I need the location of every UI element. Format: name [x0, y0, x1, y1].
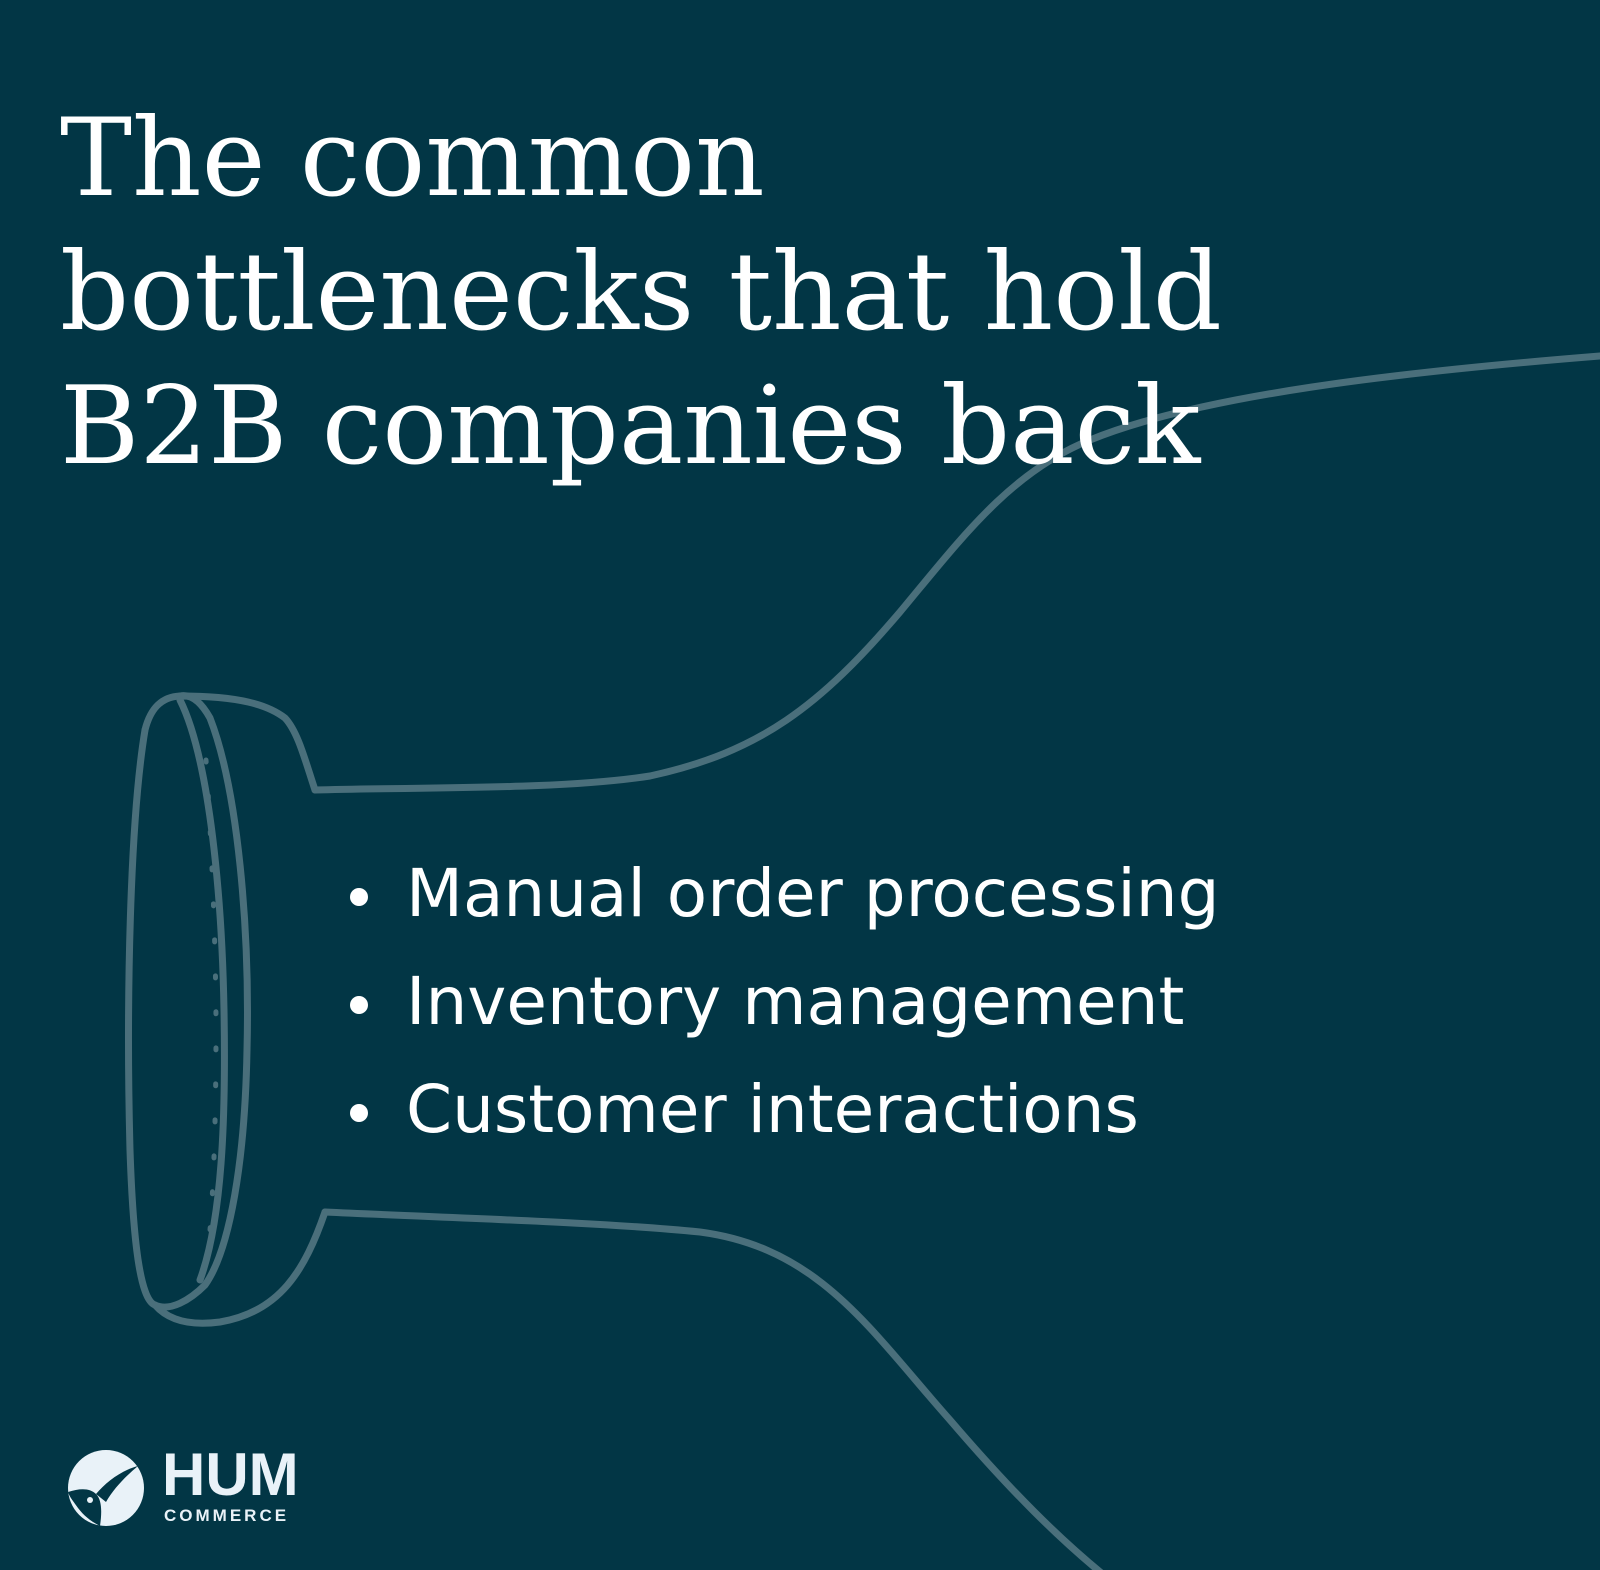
list-item-label: Manual order processing [406, 855, 1220, 932]
list-item: Inventory management [350, 948, 1219, 1056]
bullet-dot-icon [350, 1104, 368, 1122]
bottle-mouth-top [141, 692, 319, 794]
list-item-label: Inventory management [406, 963, 1185, 1040]
headline-line-2: bottlenecks that hold [60, 230, 1222, 355]
list-item: Customer interactions [350, 1056, 1219, 1164]
bottle-inner-rim [176, 696, 228, 1284]
hum-commerce-logo: HUM COMMERCE [66, 1444, 326, 1528]
list-item: Manual order processing [350, 840, 1219, 948]
headline-line-3: B2B companies back [60, 364, 1201, 489]
bottle-outer-rim [125, 692, 251, 1311]
list-item-label: Customer interactions [406, 1071, 1139, 1148]
logo-wordmark: HUM [162, 1441, 299, 1508]
bottle-upper-contour [311, 352, 1600, 794]
bottle-mouth-bottom [151, 1208, 329, 1327]
logo-subtitle: COMMERCE [164, 1506, 290, 1525]
bottle-lower-contour [321, 1208, 1104, 1570]
hummingbird-icon [68, 1450, 144, 1526]
bottleneck-list: Manual order processing Inventory manage… [350, 840, 1219, 1164]
bullet-dot-icon [350, 996, 368, 1014]
bullet-dot-icon [350, 888, 368, 906]
headline-line-1: The common [60, 96, 765, 221]
headline: The common bottlenecks that hold B2B com… [60, 92, 1360, 494]
